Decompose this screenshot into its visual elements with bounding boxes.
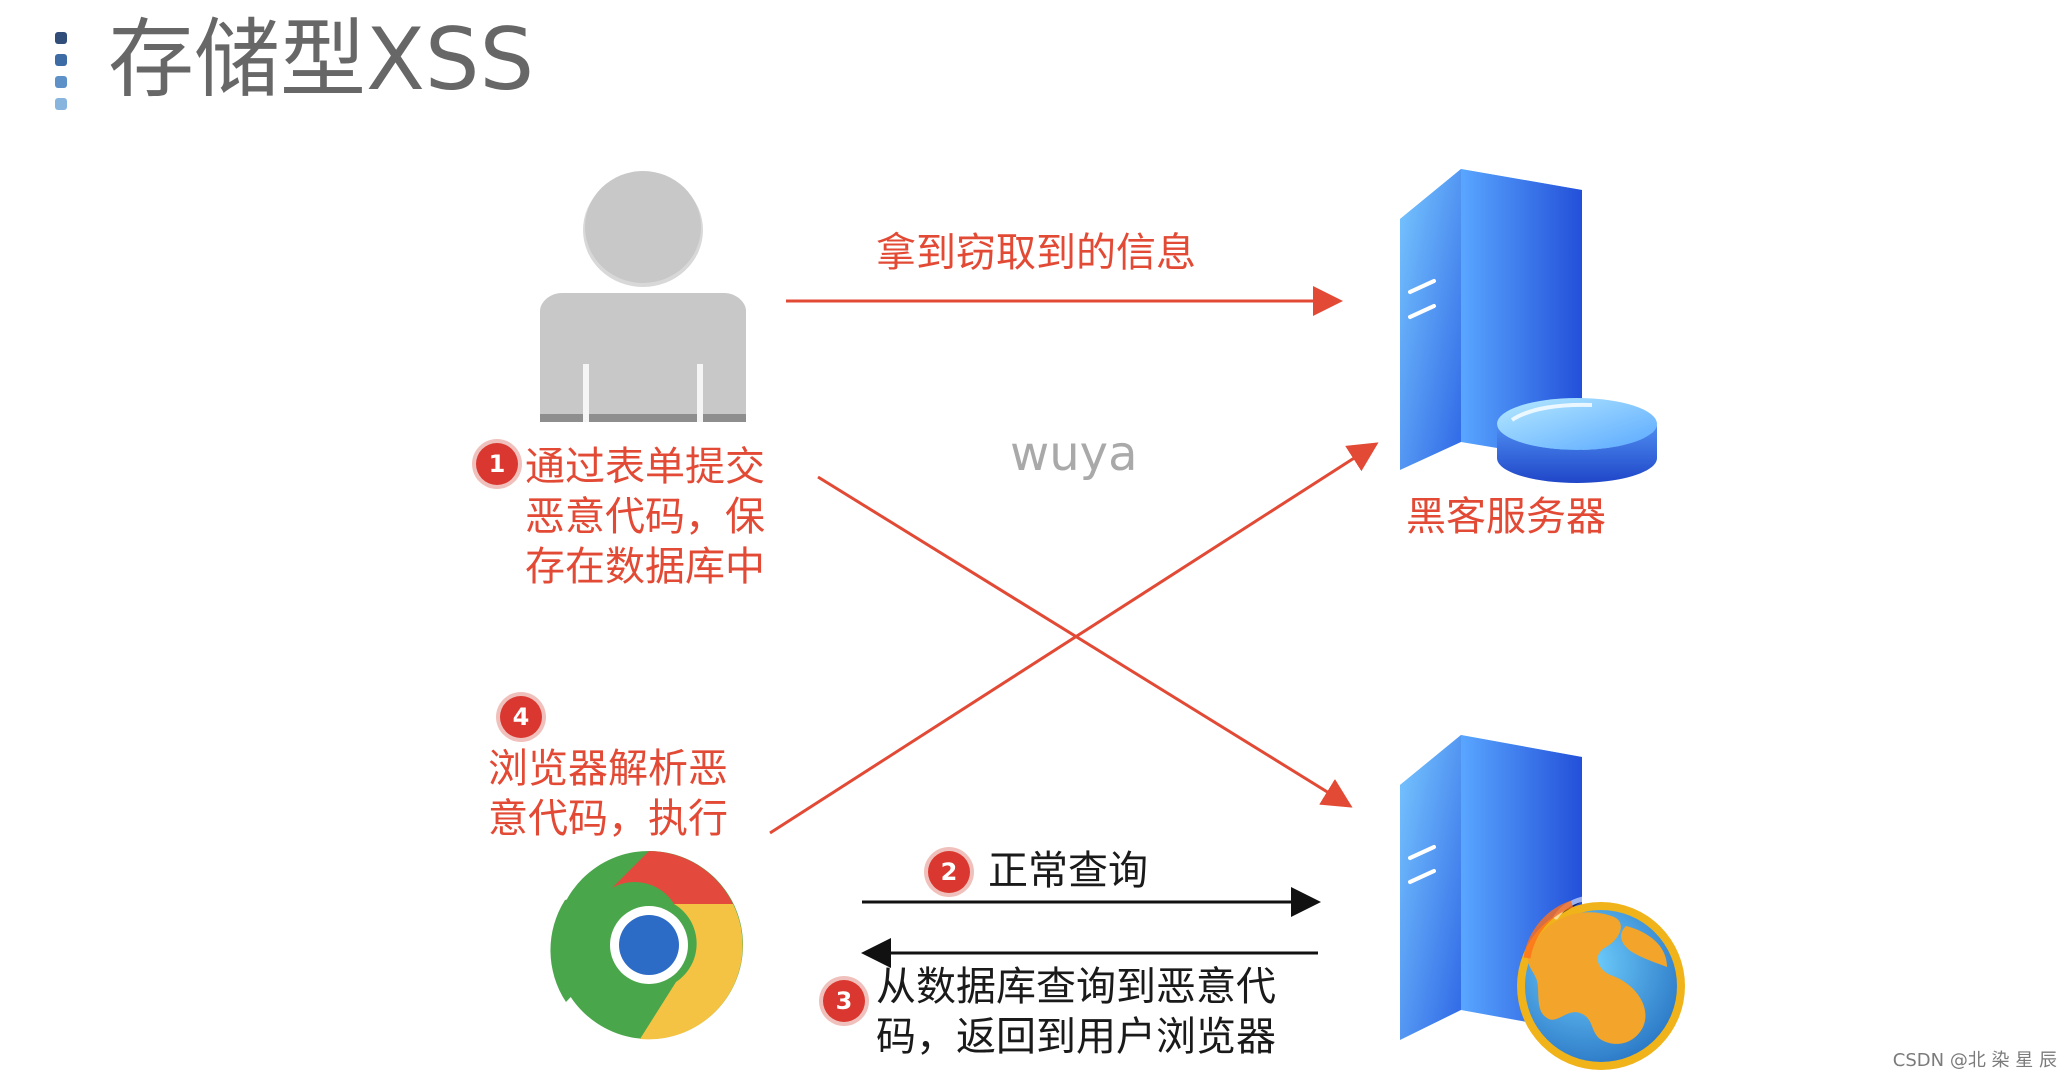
- label-attacker-to-server: 拿到窃取到的信息: [876, 230, 1196, 276]
- database-icon: [1497, 398, 1657, 483]
- title-marker-dot: [55, 98, 67, 110]
- attacker-icon: [540, 171, 746, 422]
- title-marker-dot: [55, 76, 67, 88]
- arrow-attacker-to-web-server: [817, 475, 1353, 808]
- step-1-line-2: 恶意代码，保: [525, 494, 765, 540]
- watermark-text: wuya: [1010, 426, 1138, 482]
- hacker-server-icon: [1400, 169, 1582, 470]
- label-hacker-server: 黑客服务器: [1406, 494, 1606, 540]
- title-marker: [55, 32, 67, 110]
- title-marker-dot: [55, 32, 67, 44]
- browser-icon: [550, 851, 743, 1040]
- step-2-badge: 2: [928, 851, 970, 893]
- step-3-line-2: 码，返回到用户浏览器: [876, 1014, 1276, 1060]
- step-1-line-1: 通过表单提交: [525, 444, 765, 490]
- footer-credit: CSDN @北 染 星 辰: [1892, 1050, 2057, 1071]
- step-2-label: 正常查询: [988, 848, 1148, 894]
- step-4-line-2: 意代码，执行: [488, 796, 728, 842]
- step-3-line-1: 从数据库查询到恶意代: [876, 964, 1276, 1010]
- step-1-badge: 1: [476, 443, 518, 485]
- title-marker-dot: [55, 54, 67, 66]
- step-1-line-3: 存在数据库中: [525, 544, 765, 590]
- arrow-browser-to-hacker-server: [769, 442, 1379, 835]
- step-4-line-1: 浏览器解析恶: [488, 746, 728, 792]
- globe-icon: [1517, 895, 1685, 1070]
- step-4-badge: 4: [500, 696, 542, 738]
- page-title: 存储型XSS: [108, 10, 535, 110]
- step-3-badge: 3: [823, 980, 865, 1022]
